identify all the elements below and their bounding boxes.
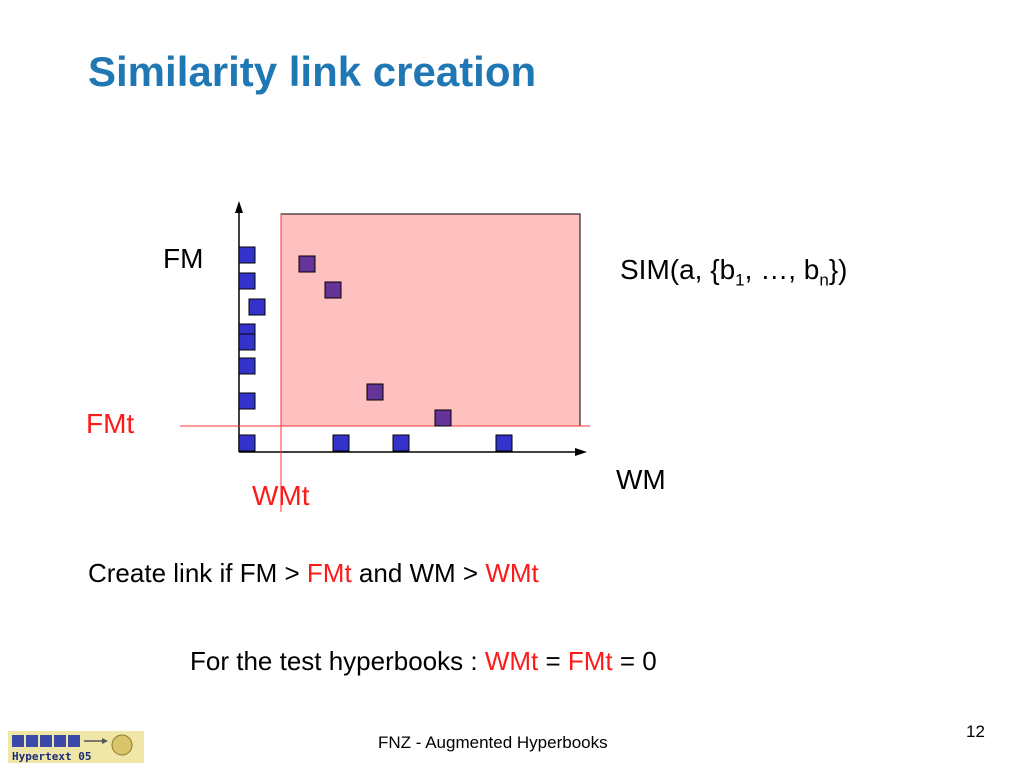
- link-region: [280, 213, 581, 427]
- fm-threshold-label: FMt: [86, 408, 135, 439]
- point-blue: [332, 434, 350, 452]
- test-hyperbooks-text: For the test hyperbooks : WMt = FMt = 0: [190, 646, 657, 677]
- wm-threshold-label: WMt: [252, 480, 310, 511]
- x-axis-label: WM: [616, 464, 666, 495]
- logo-graphic: [8, 731, 144, 763]
- rule-wmt: WMt: [485, 558, 539, 588]
- hypertext-logo: Hypertext 05: [8, 731, 144, 763]
- test-wmt: WMt: [484, 646, 539, 676]
- rule-prefix: Create link if FM >: [88, 558, 307, 588]
- point-blue: [238, 357, 256, 375]
- point-purple: [366, 383, 384, 401]
- logo-text: Hypertext 05: [12, 750, 92, 763]
- y-axis-arrow: [235, 201, 243, 213]
- test-prefix: For the test hyperbooks :: [190, 646, 485, 676]
- similarity-formula: SIM(a, {b1, …, bn}): [620, 254, 848, 291]
- test-fmt: FMt: [567, 646, 613, 676]
- x-axis-arrow: [575, 448, 587, 456]
- formula-suffix: }): [828, 254, 848, 285]
- page-number: 12: [966, 722, 985, 741]
- point-purple: [298, 255, 316, 273]
- rule-fmt: FMt: [306, 558, 352, 588]
- point-purple: [434, 409, 452, 427]
- point-blue: [495, 434, 513, 452]
- test-equals-2: = 0: [612, 646, 657, 676]
- y-axis-label: FM: [163, 243, 204, 274]
- test-equals-1: =: [538, 646, 568, 676]
- point-blue: [238, 392, 256, 410]
- slide-title: Similarity link creation: [88, 48, 537, 95]
- point-purple: [324, 281, 342, 299]
- point-blue: [238, 246, 256, 264]
- formula-subscript-1: 1: [735, 270, 745, 290]
- point-blue: [238, 333, 256, 351]
- formula-subscript-n: n: [819, 270, 829, 290]
- rule-middle: and WM >: [351, 558, 486, 588]
- slide-footer: FNZ - Augmented Hyperbooks: [378, 733, 608, 752]
- point-blue: [392, 434, 410, 452]
- link-rule-text: Create link if FM > FMt and WM > WMt: [88, 558, 539, 589]
- formula-prefix: SIM(a, {b: [620, 254, 736, 285]
- point-blue: [238, 434, 256, 452]
- point-blue: [248, 298, 266, 316]
- point-blue: [238, 272, 256, 290]
- formula-middle: , …, b: [744, 254, 820, 285]
